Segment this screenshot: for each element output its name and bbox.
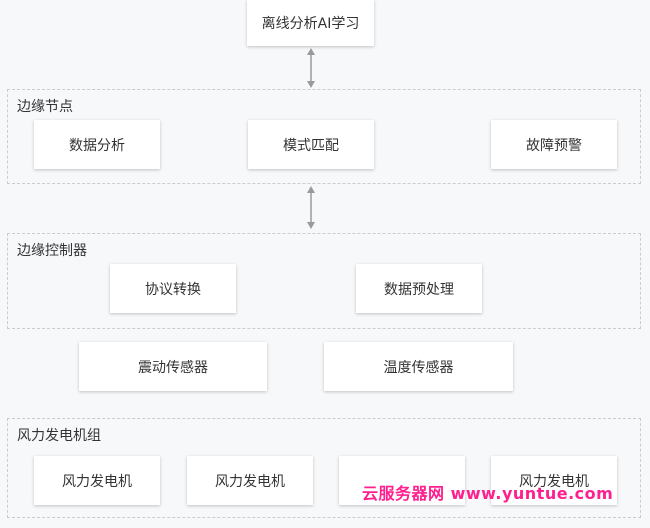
wind-turbine-group <box>7 418 641 518</box>
watermark-text: 云服务器网 www.yuntue.com <box>362 484 614 503</box>
edge-node-title: 边缘节点 <box>17 99 73 115</box>
data-analysis-label: 数据分析 <box>69 137 125 154</box>
wind-turbine-box-1: 风力发电机 <box>34 456 160 505</box>
edge-controller-group <box>7 233 641 329</box>
wind-turbine-label-2: 风力发电机 <box>215 473 285 490</box>
fault-warning-box: 故障预警 <box>491 120 617 169</box>
offline-ai-learning-label: 离线分析AI学习 <box>261 16 360 32</box>
protocol-conversion-label: 协议转换 <box>145 281 201 298</box>
temperature-sensor-label: 温度传感器 <box>383 359 454 376</box>
wind-turbine-group-title: 风力发电机组 <box>17 428 101 444</box>
wind-turbine-box-4: 风力发电机 <box>491 456 617 505</box>
vibration-sensor-box: 震动传感器 <box>79 342 267 391</box>
data-preprocessing-box: 数据预处理 <box>356 264 482 313</box>
pattern-matching-label: 模式匹配 <box>283 137 339 154</box>
wind-turbine-label-1: 风力发电机 <box>62 473 132 490</box>
wind-turbine-label-4: 风力发电机 <box>519 473 589 490</box>
pattern-matching-box: 模式匹配 <box>248 120 374 169</box>
bidirectional-arrow-top <box>307 48 315 88</box>
wind-turbine-box-2: 风力发电机 <box>187 456 313 505</box>
vibration-sensor-label: 震动传感器 <box>138 359 208 376</box>
fault-warning-label: 故障预警 <box>526 137 582 154</box>
data-preprocessing-label: 数据预处理 <box>384 281 454 298</box>
protocol-conversion-box: 协议转换 <box>110 264 236 313</box>
data-analysis-box: 数据分析 <box>34 120 160 169</box>
edge-controller-title: 边缘控制器 <box>17 243 87 259</box>
offline-ai-learning-box: 离线分析AI学习 <box>247 0 374 46</box>
edge-node-group <box>7 89 641 184</box>
temperature-sensor-box: 温度传感器 <box>324 342 513 391</box>
bidirectional-arrow-middle <box>307 186 315 229</box>
wind-turbine-box-3 <box>339 456 465 505</box>
